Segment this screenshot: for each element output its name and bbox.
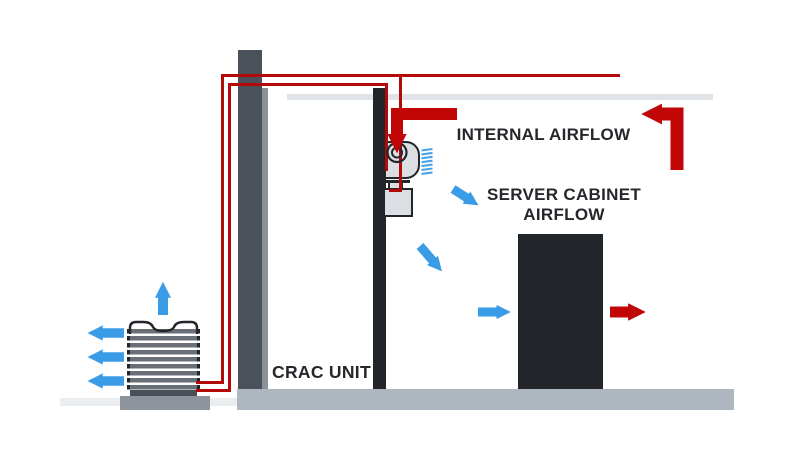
raised-floor xyxy=(237,389,734,410)
refrigerant-pipe-box-jog xyxy=(389,189,402,192)
condenser-coil-edge-left xyxy=(127,329,130,390)
cooling-coil-fins-icon xyxy=(421,147,433,175)
crac-fan-housing xyxy=(384,141,420,179)
condenser-coil-bottom xyxy=(130,390,197,396)
internal-airflow-text: INTERNAL AIRFLOW xyxy=(456,125,631,144)
refrigerant-pipe-fan-drop xyxy=(385,83,388,171)
crac-unit-wall-panel xyxy=(373,88,386,389)
internal-airflow-label: INTERNAL AIRFLOW xyxy=(452,125,635,145)
crac-humidifier-cap xyxy=(388,181,403,191)
crac-humidifier-box xyxy=(383,188,413,217)
hot-airflow-into-fan-arrow-icon xyxy=(387,108,457,154)
ceiling-plenum-bar xyxy=(287,94,713,100)
condenser-coil xyxy=(130,329,197,390)
cold-supply-diagonal-arrow-1-icon xyxy=(416,243,442,272)
condenser-base-pedestal xyxy=(120,396,210,410)
server-cabinet-airflow-text-line1: SERVER CABINET xyxy=(486,185,642,204)
server-cabinet-airflow-label: SERVER CABINET AIRFLOW xyxy=(486,185,642,225)
server-cabinet-airflow-text-line2: AIRFLOW xyxy=(523,205,605,224)
condenser-coil-edge-right xyxy=(197,329,200,390)
crac-unit-label: CRAC UNIT xyxy=(272,362,371,382)
hot-return-airflow-arrow-icon xyxy=(641,103,684,170)
refrigerant-pipe-condenser-upper xyxy=(196,381,224,384)
room-wall-column xyxy=(238,50,262,389)
server-cabinet xyxy=(518,234,603,389)
room-wall-column-highlight xyxy=(262,88,268,389)
refrigerant-pipe-left-outer xyxy=(221,74,224,384)
refrigerant-pipe-box-drop xyxy=(399,74,402,192)
refrigerant-pipe-left-inner xyxy=(228,83,231,392)
refrigerant-pipe-condenser-lower xyxy=(196,389,231,392)
refrigerant-pipe-top-outer xyxy=(221,74,620,77)
refrigerant-pipe-top-inner xyxy=(228,83,388,86)
crac-unit-text: CRAC UNIT xyxy=(272,362,371,382)
cold-supply-diagonal-arrow-2-icon xyxy=(450,185,479,206)
